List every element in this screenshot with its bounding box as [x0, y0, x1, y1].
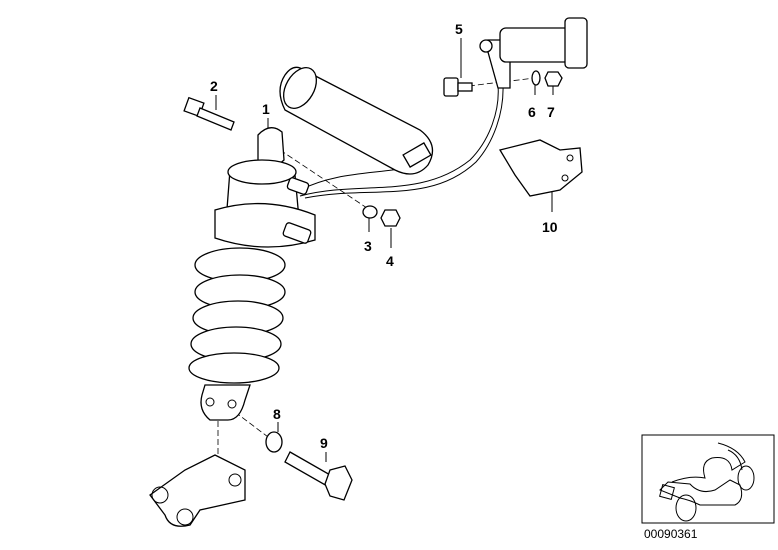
washer-8 — [265, 431, 283, 453]
callout-7: 7 — [547, 104, 555, 120]
washer-6 — [531, 70, 541, 86]
reservoir — [279, 66, 434, 175]
bolt-9 — [284, 451, 353, 501]
callout-9: 9 — [320, 435, 328, 451]
bracket-10 — [498, 139, 583, 197]
preload-adjuster — [479, 17, 588, 89]
callout-labels: 1 2 3 4 5 6 7 8 9 10 — [210, 21, 558, 451]
callout-3: 3 — [364, 238, 372, 254]
callout-8: 8 — [273, 406, 281, 422]
callout-1: 1 — [262, 101, 270, 117]
motorcycle-thumbnail — [641, 434, 775, 524]
bolt-2 — [183, 96, 235, 131]
callout-5: 5 — [455, 21, 463, 37]
spring — [188, 247, 286, 384]
nut-4 — [380, 209, 401, 227]
callout-6: 6 — [528, 104, 536, 120]
callout-4: 4 — [386, 253, 394, 269]
nut-7 — [544, 71, 563, 87]
shock-absorber — [188, 127, 316, 421]
diagram-part-number: 00090361 — [644, 527, 698, 541]
washer-3 — [362, 205, 378, 219]
linkage — [149, 454, 246, 527]
bolt-5 — [443, 77, 473, 97]
callout-2: 2 — [210, 78, 218, 94]
callout-10: 10 — [542, 219, 558, 235]
